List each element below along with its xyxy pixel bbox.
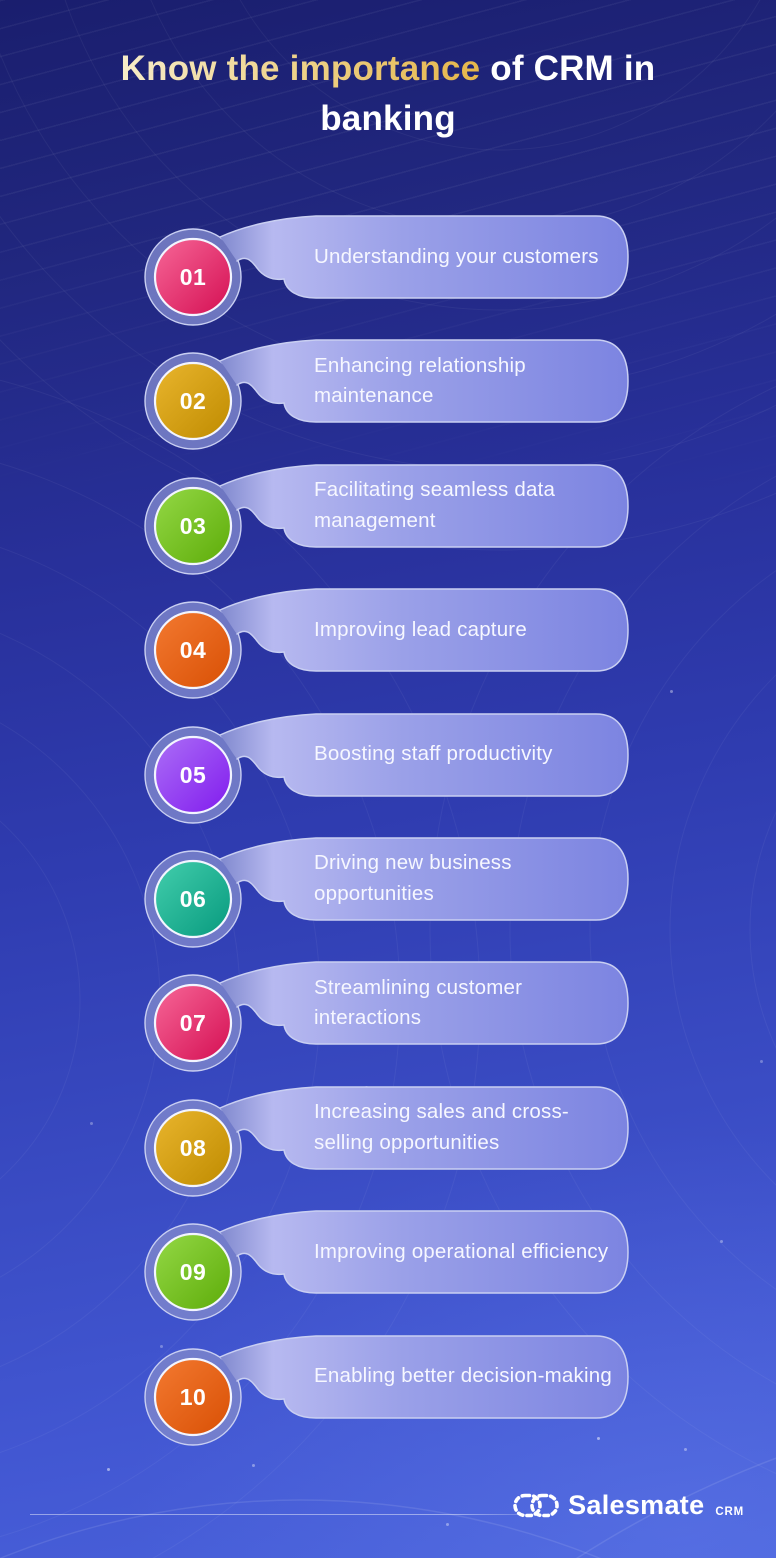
item-number: 08 <box>180 1135 207 1161</box>
list-item: 10 Enabling better decision-making <box>140 1331 632 1447</box>
item-number: 06 <box>180 886 207 912</box>
item-label: Increasing sales and cross-selling oppor… <box>314 1100 569 1154</box>
speech-bubble-border <box>219 837 629 921</box>
speech-bubble <box>220 216 628 298</box>
item-label: Facilitating seamless data management <box>314 478 556 532</box>
speech-bubble-border <box>219 339 629 424</box>
list-item: 07 Streamlining customer interactions <box>140 957 632 1073</box>
salesmate-logo-icon <box>513 1493 559 1518</box>
speech-bubble-border <box>219 1086 629 1170</box>
item-number: 10 <box>180 1384 207 1410</box>
star-dot <box>90 1122 93 1125</box>
star-dot <box>597 1437 600 1440</box>
number-badge <box>153 859 233 939</box>
number-badge <box>153 984 233 1063</box>
star-dot <box>760 1060 763 1063</box>
speech-bubble <box>220 589 628 672</box>
title-rest: of CRM in <box>480 49 656 88</box>
number-badge <box>153 1357 233 1436</box>
list-item: 03 Facilitating seamless data management <box>140 460 632 576</box>
list-item: 09 Improving operational efficiency <box>140 1206 632 1322</box>
list-item: 02 Enhancing relationship maintenance <box>140 335 632 451</box>
speech-bubble-border <box>219 712 629 797</box>
star-dot <box>720 1240 723 1243</box>
item-number: 03 <box>180 513 207 539</box>
speech-bubble <box>220 1335 628 1418</box>
list-item: 04 Improving lead capture <box>140 584 632 700</box>
speech-bubble <box>220 340 628 423</box>
star-dot <box>684 1448 687 1451</box>
number-badge <box>153 486 233 565</box>
item-number: 05 <box>180 762 207 788</box>
speech-bubble-border <box>219 588 629 672</box>
item-number: 01 <box>180 264 207 290</box>
speech-bubble-border <box>219 1210 629 1294</box>
brand-name: Salesmate <box>568 1490 705 1520</box>
speech-bubble-border <box>219 961 629 1046</box>
list-item: 05 Boosting staff productivity <box>140 709 632 825</box>
footer-divider <box>30 1514 535 1515</box>
speech-bubble <box>220 962 628 1045</box>
list-item: 06 Driving new business opportunities <box>140 833 632 949</box>
star-dot <box>160 1345 163 1348</box>
list-item: 08 Increasing sales and cross-selling op… <box>140 1082 632 1198</box>
speech-bubble <box>220 464 628 547</box>
speech-bubble-border <box>219 1334 629 1419</box>
title-highlight: Know the importance <box>120 49 481 88</box>
list-item: 01 Understanding your customers <box>140 211 632 327</box>
item-label: Enhancing relationship maintenance <box>314 353 526 408</box>
star-dot <box>670 690 673 693</box>
item-number: 04 <box>180 637 207 663</box>
number-badge <box>153 611 233 690</box>
star-dot <box>446 1523 449 1526</box>
page-title: Know the importance of CRM in banking <box>58 44 718 143</box>
star-dot <box>107 1468 110 1471</box>
item-label: Driving new business opportunities <box>314 851 512 905</box>
number-badge <box>153 1108 233 1187</box>
number-badge <box>153 735 233 814</box>
number-badge <box>153 237 233 317</box>
item-label: Improving operational efficiency <box>314 1239 609 1263</box>
brand-suffix: CRM <box>715 1506 744 1518</box>
speech-bubble-border <box>219 215 629 299</box>
speech-bubble <box>220 1086 628 1169</box>
speech-bubble <box>220 838 628 920</box>
speech-bubble-border <box>219 464 629 548</box>
item-label: Streamlining customer interactions <box>314 975 523 1030</box>
item-number: 09 <box>180 1259 207 1285</box>
speech-bubble <box>220 713 628 796</box>
item-label: Enabling better decision-making <box>314 1364 612 1388</box>
item-number: 02 <box>180 388 207 414</box>
item-label: Understanding your customers <box>314 244 599 268</box>
title-line2: banking <box>320 98 456 138</box>
item-label: Boosting staff productivity <box>314 742 553 766</box>
item-label: Improving lead capture <box>314 617 527 641</box>
item-number: 07 <box>180 1010 207 1036</box>
salesmate-logo: Salesmate CRM <box>513 1492 744 1519</box>
star-dot <box>252 1464 255 1467</box>
number-badge <box>153 1233 233 1312</box>
speech-bubble <box>220 1211 628 1294</box>
number-badge <box>153 362 233 441</box>
